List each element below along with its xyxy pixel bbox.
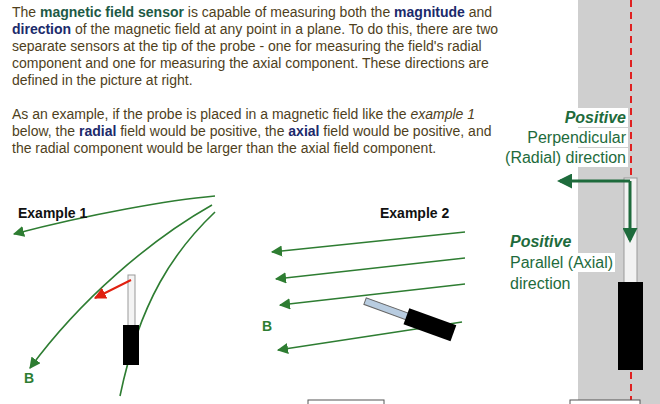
text-run: As an example, if the probe is placed in… bbox=[12, 106, 407, 122]
direction-label: Positive bbox=[508, 232, 573, 251]
side-panel bbox=[578, 0, 660, 404]
field-vector bbox=[95, 280, 131, 298]
text-run: direction bbox=[12, 21, 71, 37]
text-run: magnitude bbox=[394, 4, 465, 20]
text-run: radial bbox=[79, 123, 116, 139]
probe bbox=[362, 293, 456, 341]
example-heading: Example 1 bbox=[18, 205, 87, 222]
direction-label: Positive bbox=[563, 108, 628, 127]
paragraph: The magnetic field sensor is capable of … bbox=[12, 4, 506, 89]
field-line bbox=[272, 232, 465, 252]
field-line bbox=[14, 196, 215, 234]
text-run: magnetic field sensor bbox=[40, 4, 184, 20]
example-heading: Example 2 bbox=[380, 205, 449, 222]
button-edge bbox=[570, 400, 640, 404]
direction-label: Parallel (Axial) bbox=[508, 253, 615, 272]
text-run: is capable of measuring both the bbox=[188, 4, 390, 20]
text-run: field would be positive, the bbox=[120, 123, 284, 139]
text-run: below, the bbox=[12, 123, 75, 139]
field-line bbox=[276, 258, 465, 279]
probe-tube bbox=[128, 275, 135, 327]
radial-arrow bbox=[560, 180, 630, 183]
field-line bbox=[120, 212, 215, 396]
text-run: example 1 bbox=[410, 106, 475, 122]
button-edge bbox=[308, 400, 384, 404]
field-symbol: B bbox=[262, 318, 272, 335]
text-run: axial bbox=[288, 123, 319, 139]
text-run: The bbox=[12, 4, 36, 20]
probe-body bbox=[123, 325, 139, 365]
direction-label: Perpendicular bbox=[525, 128, 628, 147]
paragraph: As an example, if the probe is placed in… bbox=[12, 106, 506, 157]
probe-body bbox=[618, 282, 643, 370]
direction-label: direction bbox=[508, 274, 572, 293]
direction-label: (Radial) direction bbox=[503, 148, 628, 167]
axial-arrow bbox=[629, 181, 632, 240]
field-symbol: B bbox=[24, 370, 34, 387]
probe-tube bbox=[624, 178, 637, 288]
text-run: of the magnetic field at any point in a … bbox=[12, 21, 498, 88]
field-line bbox=[30, 205, 212, 368]
text-run: and bbox=[469, 4, 492, 20]
